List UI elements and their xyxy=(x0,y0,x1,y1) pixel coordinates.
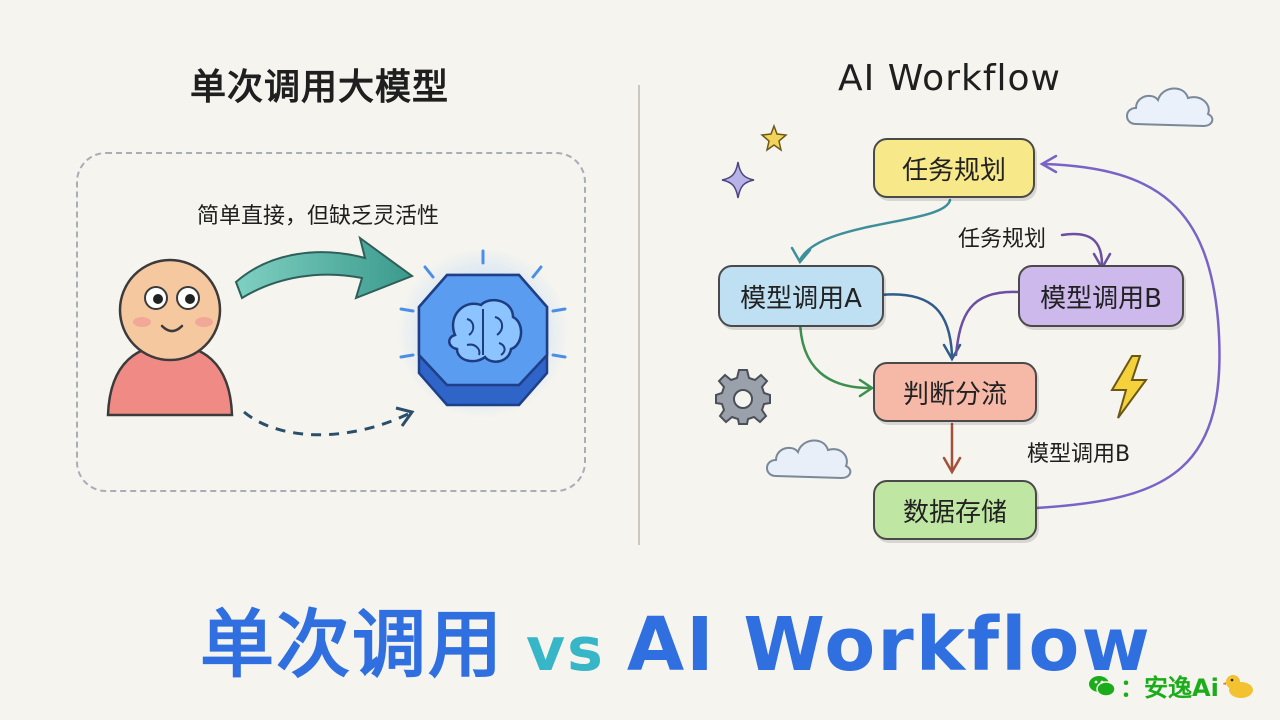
data-storage-node: 数据存储 xyxy=(873,480,1037,540)
cloud-icon xyxy=(1126,87,1214,128)
left-panel-title: 单次调用大模型 xyxy=(190,67,450,108)
gear-icon xyxy=(715,369,771,425)
task-planning-edge-label: 任务规划 xyxy=(958,227,1047,252)
brain-chip-icon xyxy=(398,248,568,418)
decision-branch-node: 判断分流 xyxy=(873,362,1037,422)
cloud-icon xyxy=(766,439,852,480)
bottom-title-part3: AI Workflow xyxy=(626,602,1152,688)
wechat-icon xyxy=(1089,675,1116,697)
lightning-icon xyxy=(1110,355,1148,419)
right-panel-title: AI Workflow xyxy=(838,58,1061,99)
bottom-title-part1: 单次调用 xyxy=(200,602,504,688)
model-call-b-edge-label: 模型调用B xyxy=(1027,442,1131,467)
model-call-a-node: 模型调用A xyxy=(718,265,884,327)
direct-call-arrow xyxy=(234,235,415,300)
star-icon xyxy=(760,124,788,152)
duck-icon xyxy=(1222,674,1253,698)
watermark-text: ：安逸Ai xyxy=(1120,674,1219,702)
workflow-connectors xyxy=(790,154,1221,510)
model-call-b-node: 模型调用B xyxy=(1018,265,1184,327)
single-call-caption: 简单直接，但缺乏灵活性 xyxy=(197,204,440,229)
bottom-title: 单次调用 vs AI Workflow xyxy=(200,585,1152,692)
bottom-title-vs: vs xyxy=(526,615,605,685)
watermark: ：安逸Ai xyxy=(1088,668,1255,703)
return-dashed-arrow xyxy=(243,406,415,437)
task-planning-node: 任务规划 xyxy=(873,138,1035,198)
panel-divider xyxy=(638,85,640,545)
single-call-frame xyxy=(76,152,586,492)
sparkle-icon xyxy=(721,161,755,199)
person-icon xyxy=(106,258,234,417)
